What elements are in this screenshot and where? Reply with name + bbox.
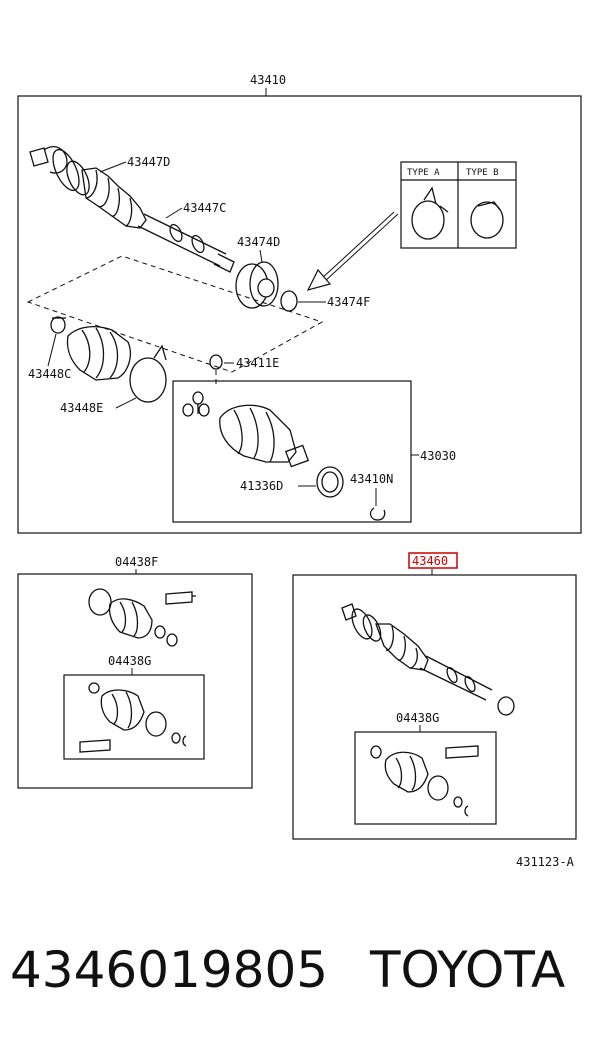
inboard-joint-frame: [172, 380, 412, 523]
highlight-43460: [408, 552, 458, 569]
boot-kit-left-frame: [17, 573, 253, 789]
brand-name: TOYOTA: [370, 941, 566, 999]
left-drive-shaft: [29, 145, 235, 273]
label-43030[interactable]: 43030: [420, 449, 456, 463]
label-43447d[interactable]: 43447D: [127, 155, 170, 169]
leader-43447d: [99, 161, 127, 173]
type-box: TYPE A TYPE B: [400, 161, 517, 249]
boot-kit-left-inner-frame: [63, 674, 205, 760]
label-04438g-left[interactable]: 04438G: [108, 654, 151, 668]
label-43448c[interactable]: 43448C: [28, 367, 71, 381]
bearing-clip: [280, 290, 298, 312]
leader-43448c: [47, 333, 57, 367]
label-43411e[interactable]: 43411E: [236, 356, 279, 370]
boot-kit-parts: [50, 316, 167, 403]
label-04438f[interactable]: 04438F: [115, 555, 158, 569]
boot-kit-right-frame: [354, 731, 497, 825]
label-43447c[interactable]: 43447C: [183, 201, 226, 215]
boot-kit-left-parts: [88, 588, 196, 647]
type-a-label: TYPE A: [407, 168, 440, 178]
label-main-assembly[interactable]: 43410: [250, 73, 286, 87]
boot-kit-right-parts: [370, 745, 479, 817]
label-04438g-right[interactable]: 04438G: [396, 711, 439, 725]
main-assembly-frame: [17, 95, 582, 534]
label-43410n[interactable]: 43410N: [350, 472, 393, 486]
label-43474f[interactable]: 43474F: [327, 295, 370, 309]
label-43474d[interactable]: 43474D: [237, 235, 280, 249]
inboard-joint-parts: [182, 391, 386, 521]
drawing-code: 431123-A: [516, 855, 575, 869]
label-43448e[interactable]: 43448E: [60, 401, 103, 415]
boot-dashed-group: [26, 255, 324, 373]
right-drive-shaft: [341, 603, 515, 716]
snap-ring: [209, 354, 223, 370]
type-b-label: TYPE B: [466, 168, 499, 178]
type-arrow-line: [319, 211, 395, 281]
boot-kit-left-inner-parts: [79, 682, 187, 753]
leader-43474d: [259, 249, 263, 263]
type-arrow-head: [306, 268, 332, 291]
leader-43448e: [115, 397, 137, 409]
label-43460[interactable]: 43460: [412, 554, 448, 568]
type-arrow-line-2: [323, 213, 399, 283]
right-assembly-frame: [292, 574, 577, 840]
center-bearing: [235, 261, 279, 309]
leader-43447c: [165, 207, 183, 219]
label-41336d[interactable]: 41336D: [240, 479, 283, 493]
footer: 4346019805 TOYOTA: [0, 930, 600, 1020]
part-number: 4346019805: [10, 941, 329, 999]
